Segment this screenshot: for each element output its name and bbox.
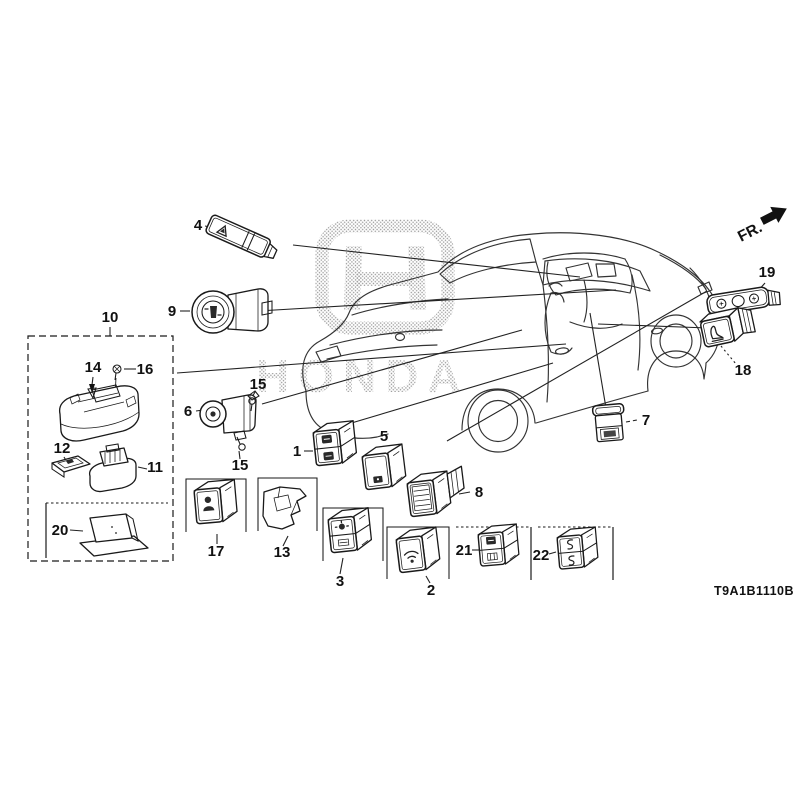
part-15-screw-upper bbox=[248, 397, 256, 412]
callout-12: 12 bbox=[54, 440, 71, 457]
callouts: 4 9 10 14 16 12 11 20 6 15 15 1 5 8 17 1… bbox=[52, 217, 776, 599]
callout-1: 1 bbox=[293, 443, 301, 460]
callout-2: 2 bbox=[427, 582, 435, 599]
part-5-switch bbox=[360, 443, 408, 491]
callout-15b: 15 bbox=[232, 457, 249, 474]
callout-20: 20 bbox=[52, 522, 69, 539]
part-22-switch bbox=[556, 527, 598, 569]
part-1-switch bbox=[312, 421, 357, 466]
honda-text-watermark: HONDA bbox=[256, 350, 470, 402]
part-2-switch bbox=[394, 526, 442, 574]
callout-8: 8 bbox=[475, 484, 483, 501]
callout-9: 9 bbox=[168, 303, 176, 320]
bracket-2 bbox=[386, 526, 450, 579]
callout-13: 13 bbox=[274, 544, 291, 561]
callout-19: 19 bbox=[759, 264, 776, 281]
callout-21: 21 bbox=[456, 542, 473, 559]
part-20-module bbox=[79, 513, 149, 557]
part-code-label: T9A1B1110B bbox=[714, 584, 794, 598]
callout-3: 3 bbox=[336, 573, 344, 590]
part-11-connector bbox=[88, 443, 137, 493]
part-13-bracket bbox=[262, 486, 307, 530]
leader-lines bbox=[63, 225, 766, 584]
car-wheels bbox=[467, 314, 702, 453]
group-box-22 bbox=[538, 526, 614, 580]
part-7-switch bbox=[591, 402, 625, 443]
part-14-clip bbox=[87, 387, 97, 400]
callout-4: 4 bbox=[194, 217, 203, 234]
part-8-switch-blank bbox=[405, 465, 465, 518]
group-box-20 bbox=[45, 502, 168, 558]
callout-15a: 15 bbox=[250, 376, 267, 393]
part-12-bracket-plate bbox=[51, 455, 91, 478]
group-box-10 bbox=[27, 335, 174, 562]
bracket-3 bbox=[322, 507, 384, 561]
part-3-switch bbox=[327, 508, 372, 553]
honda-logo-watermark bbox=[315, 219, 455, 335]
fr-arrow-icon bbox=[760, 206, 787, 225]
part-9-knob-switch bbox=[191, 288, 273, 334]
callout-5: 5 bbox=[380, 428, 388, 445]
car-dashboard-interior bbox=[542, 252, 633, 355]
part-18-seat-heater-switch bbox=[699, 307, 756, 348]
callout-11: 11 bbox=[147, 459, 163, 476]
callout-18: 18 bbox=[735, 362, 752, 379]
callout-17: 17 bbox=[208, 543, 225, 560]
part-15-screw-lower bbox=[236, 436, 246, 451]
part-17-switch bbox=[192, 478, 239, 525]
callout-22: 22 bbox=[533, 547, 550, 564]
callout-16: 16 bbox=[137, 361, 154, 378]
bracket-13 bbox=[257, 477, 318, 531]
fr-label: FR. bbox=[735, 219, 765, 245]
part-4-hazard-switch bbox=[205, 214, 278, 259]
part-10-unit bbox=[58, 384, 140, 442]
fr-direction-indicator: FR. bbox=[735, 206, 787, 246]
part-21-switch bbox=[477, 524, 519, 566]
bracket-17 bbox=[185, 478, 247, 532]
callout-7: 7 bbox=[642, 412, 650, 429]
callout-14: 14 bbox=[85, 359, 102, 376]
part-6-sensor bbox=[199, 390, 260, 441]
callout-6: 6 bbox=[184, 403, 192, 420]
part-16-screw bbox=[112, 364, 122, 381]
callout-10: 10 bbox=[102, 309, 119, 326]
